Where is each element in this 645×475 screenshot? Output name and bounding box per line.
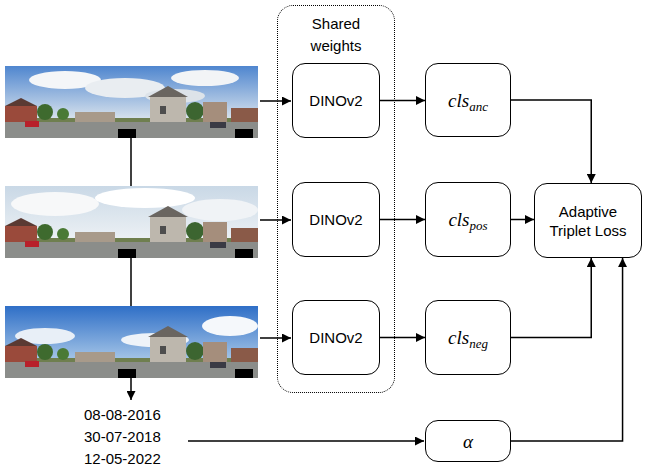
node-label: α <box>457 432 479 451</box>
encoder-box: DINOv2 <box>292 182 380 257</box>
node-label: DINOv2 <box>303 210 368 229</box>
embedding-box: clsanc <box>425 63 511 137</box>
shared-weights-group: Shared weightsDINOv2DINOv2DINOv2 <box>277 5 395 393</box>
node-label: clspos <box>442 210 493 229</box>
subscript-text: neg <box>469 336 488 351</box>
alpha-box: α <box>425 420 511 462</box>
loss-box: Adaptive Triplet Loss <box>534 183 642 258</box>
node-text: Adaptive Triplet Loss <box>550 203 627 239</box>
arrow-connector <box>380 219 425 221</box>
date-list: 08-08-201630-07-201812-05-2022 <box>84 404 161 470</box>
subscript-text: anc <box>469 99 488 114</box>
street-panorama <box>5 306 258 378</box>
street-panorama <box>5 66 258 138</box>
arrow-connector <box>511 219 534 221</box>
encoder-box: DINOv2 <box>292 63 380 138</box>
arrow-connector <box>511 258 623 441</box>
node-label: DINOv2 <box>303 328 368 347</box>
encoder-box: DINOv2 <box>292 300 380 375</box>
node-text: DINOv2 <box>309 92 362 109</box>
node-text: DINOv2 <box>309 211 362 228</box>
node-label: Adaptive Triplet Loss <box>535 202 641 240</box>
subscript-text: pos <box>470 218 488 233</box>
node-text: α <box>463 431 473 452</box>
node-text: cls <box>448 209 469 230</box>
node-label: clsneg <box>442 328 494 347</box>
embedding-box: clsneg <box>425 300 511 375</box>
node-text: DINOv2 <box>309 329 362 346</box>
embedding-box: clspos <box>425 182 511 257</box>
date-label: 12-05-2022 <box>84 448 161 470</box>
node-label: DINOv2 <box>303 91 368 110</box>
node-text: cls <box>448 90 469 111</box>
node-label: clsanc <box>442 91 494 110</box>
date-label: 08-08-2016 <box>84 404 161 426</box>
node-text: cls <box>448 327 469 348</box>
arrow-connector <box>380 337 425 339</box>
arrow-connector <box>511 258 591 338</box>
group-title: Shared weights <box>296 13 376 57</box>
arrow-connector <box>511 100 591 183</box>
arrow-connector <box>380 100 425 102</box>
date-label: 30-07-2018 <box>84 426 161 448</box>
street-panorama <box>5 186 258 258</box>
